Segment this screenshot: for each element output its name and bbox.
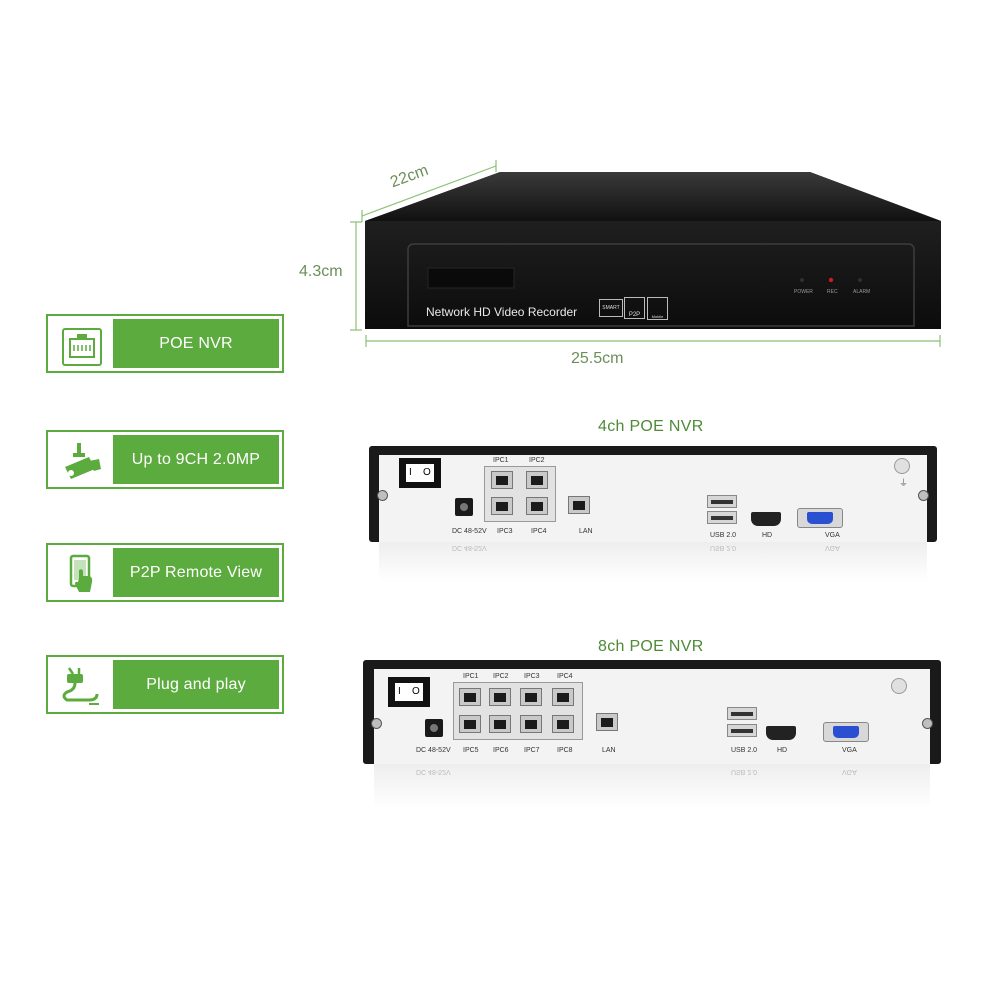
feature-poe-nvr: POE NVR [46, 314, 284, 373]
front-title: Network HD Video Recorder [426, 305, 578, 319]
usb-port[interactable] [707, 511, 737, 524]
caption-4ch: 4ch POE NVR [598, 418, 704, 435]
panel-reflection [379, 542, 927, 582]
ipc-label: IPC2 [529, 457, 545, 464]
dc-power-jack[interactable] [425, 719, 443, 737]
p2p-badge: P2P [624, 297, 645, 319]
ipc-port[interactable] [459, 715, 481, 733]
ipc-label: IPC2 [493, 673, 509, 680]
feature-label: P2P Remote View [129, 563, 263, 581]
hdmi-port[interactable] [766, 726, 796, 740]
front-nvr-illustration [350, 160, 941, 347]
usb-port[interactable] [727, 707, 757, 720]
lan-label: LAN [602, 747, 616, 754]
ipc-port[interactable] [489, 715, 511, 733]
led-rec-label: REC [827, 289, 838, 295]
mobile-badge: Mobile [647, 297, 668, 320]
ipc-port[interactable] [552, 715, 574, 733]
reflected-label: USB 2.0 [731, 768, 758, 775]
vga-label: VGA [842, 747, 857, 754]
dc-label: DC 48-52V [452, 528, 487, 535]
security-camera-icon [65, 443, 101, 479]
ground-icon: ⏚ [899, 478, 909, 488]
ipc-port[interactable] [552, 688, 574, 706]
nvr-display-window [427, 267, 515, 289]
screw [922, 718, 933, 729]
ethernet-port-icon [62, 328, 102, 366]
depth-dimension-line [361, 160, 497, 222]
usb-label: USB 2.0 [710, 532, 737, 539]
hd-label: HD [777, 747, 788, 754]
reflected-label: DC 48-52V [416, 768, 451, 775]
screw [371, 718, 382, 729]
ipc-port[interactable] [491, 497, 513, 515]
ipc-label: IPC5 [463, 747, 479, 754]
smartphone-hand-icon [69, 554, 93, 592]
hdmi-port[interactable] [751, 512, 781, 526]
reflected-label: VGA [825, 544, 840, 551]
screw [377, 490, 388, 501]
ground-screw [894, 458, 910, 474]
power-plug-icon [62, 667, 99, 705]
ipc-label: IPC1 [463, 673, 479, 680]
dc-label: DC 48-52V [416, 747, 451, 754]
feature-label: Up to 9CH 2.0MP [131, 450, 261, 468]
width-label: 25.5cm [571, 350, 624, 367]
ipc-label: IPC7 [524, 747, 540, 754]
reflected-label: VGA [842, 768, 857, 775]
panel-reflection [374, 764, 930, 808]
feature-plug-play: Plug and play [46, 655, 284, 714]
ipc-port[interactable] [520, 715, 542, 733]
reflected-label: DC 48-52V [452, 544, 487, 551]
height-dimension-line [350, 221, 362, 331]
dc-power-jack[interactable] [455, 498, 473, 516]
feature-label: Plug and play [146, 675, 246, 693]
vga-port[interactable] [823, 722, 869, 742]
vga-port[interactable] [797, 508, 843, 528]
feature-p2p: P2P Remote View [46, 543, 284, 602]
usb-label: USB 2.0 [731, 747, 758, 754]
feature-label: POE NVR [159, 334, 233, 352]
led-alarm-label: ALARM [853, 289, 871, 295]
ipc-port[interactable] [526, 497, 548, 515]
caption-8ch: 8ch POE NVR [598, 638, 704, 655]
lan-port[interactable] [568, 496, 590, 514]
lan-label: LAN [579, 528, 593, 535]
ipc-label: IPC3 [524, 673, 540, 680]
hd-label: HD [762, 532, 773, 539]
led-power-label: POWER [794, 289, 813, 295]
ground-screw [891, 678, 907, 694]
ipc-label: IPC3 [497, 528, 513, 535]
feature-channels: Up to 9CH 2.0MP [46, 430, 284, 489]
height-label: 4.3cm [299, 263, 343, 280]
ipc-port[interactable] [520, 688, 542, 706]
ipc-port[interactable] [459, 688, 481, 706]
ipc-port[interactable] [491, 471, 513, 489]
ipc-label: IPC6 [493, 747, 509, 754]
usb-port[interactable] [707, 495, 737, 508]
ipc-label: IPC1 [493, 457, 509, 464]
ipc-label: IPC8 [557, 747, 573, 754]
lan-port[interactable] [596, 713, 618, 731]
vga-label: VGA [825, 532, 840, 539]
usb-port[interactable] [727, 724, 757, 737]
reflected-label: USB 2.0 [710, 544, 737, 551]
ipc-label: IPC4 [557, 673, 573, 680]
ipc-port[interactable] [526, 471, 548, 489]
ipc-port[interactable] [489, 688, 511, 706]
screw [918, 490, 929, 501]
smart-badge: SMART [599, 299, 623, 317]
ipc-label: IPC4 [531, 528, 547, 535]
width-dimension-line [365, 335, 941, 347]
